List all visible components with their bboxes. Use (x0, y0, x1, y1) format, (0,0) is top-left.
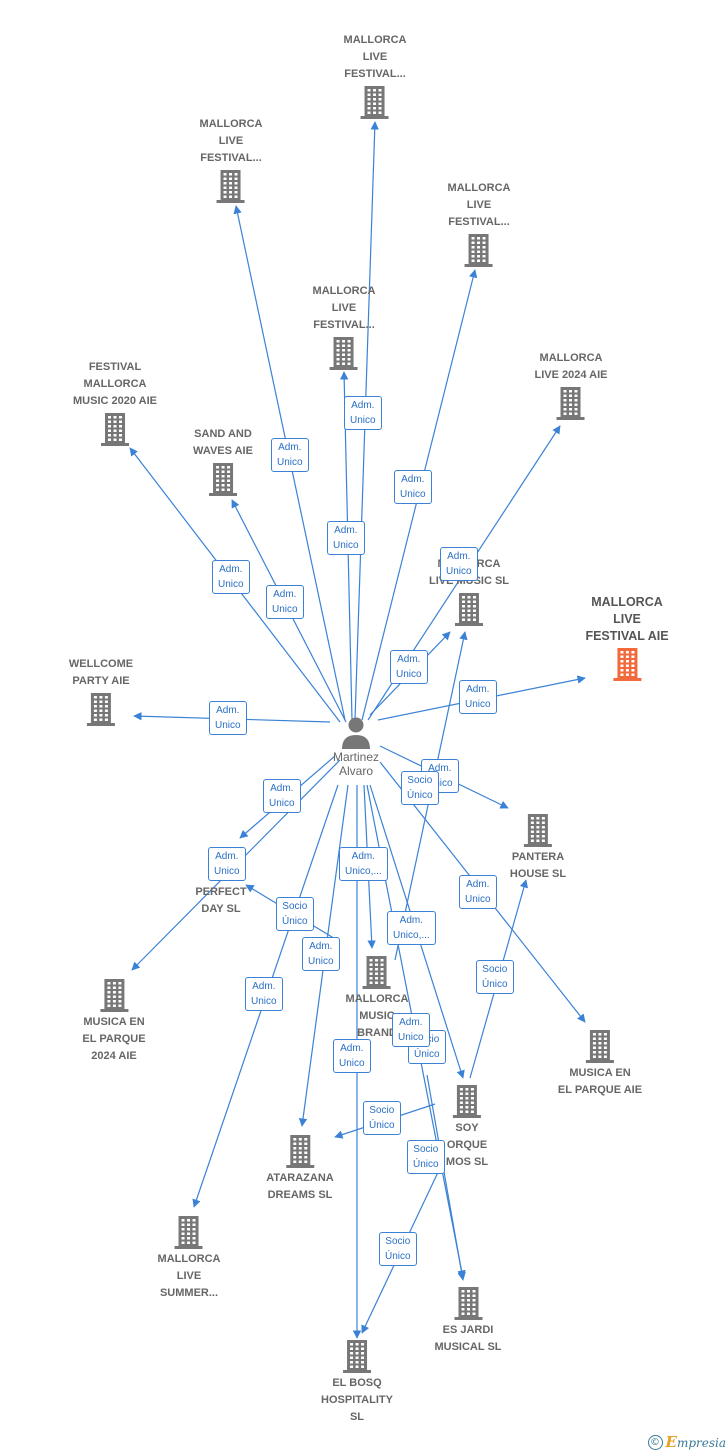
company-soy-orque-mos[interactable]: SOY ORQUE MOS SL (446, 1083, 488, 1170)
building-icon (613, 648, 641, 681)
building-icon (101, 413, 129, 446)
building-icon (454, 1287, 482, 1320)
company-mallorca-live-festival-aie[interactable]: MALLORCA LIVE FESTIVAL AIE (585, 595, 669, 682)
building-icon (99, 979, 128, 1012)
brand-logo: Empresia (665, 1433, 727, 1451)
building-icon (342, 1340, 371, 1373)
footer-brand[interactable]: © Empresia (647, 1433, 727, 1451)
company-mallorca-live-summer[interactable]: MALLORCA LIVE SUMMER... (158, 1214, 220, 1301)
company-mallorca-live-festival-top[interactable]: MALLORCA LIVE FESTIVAL... (344, 33, 406, 120)
company-mallorca-live-festival-mid[interactable]: MALLORCA LIVE FESTIVAL... (313, 284, 375, 371)
company-perfect-day[interactable]: PERFECT DAY SL (195, 886, 247, 915)
person-name-line1: Martinez (332, 750, 380, 764)
company-pantera-house[interactable]: PANTERA HOUSE SL (510, 812, 566, 882)
building-icon (465, 234, 493, 267)
building-icon (361, 86, 389, 119)
role-badge[interactable]: Adm.Unico (302, 937, 340, 971)
role-badge[interactable]: Adm.Unico (245, 977, 283, 1011)
role-badge[interactable]: Adm.Unico (208, 847, 246, 881)
building-icon (455, 593, 483, 626)
building-icon (523, 814, 552, 847)
company-festival-mallorca-music-2020[interactable]: FESTIVAL MALLORCA MUSIC 2020 AIE (73, 360, 157, 447)
role-badge[interactable]: Adm.Unico (459, 680, 497, 714)
building-icon (285, 1135, 314, 1168)
company-musica-en-el-parque[interactable]: MUSICA EN EL PARQUE AIE (558, 1028, 642, 1098)
building-icon (217, 170, 245, 203)
company-mallorca-live-festival-left[interactable]: MALLORCA LIVE FESTIVAL... (200, 117, 262, 204)
company-atarazana-dreams[interactable]: ATARAZANA DREAMS SL (266, 1133, 334, 1203)
company-el-bosq-hospitality[interactable]: EL BOSQ HOSPITALITY SL (321, 1338, 393, 1425)
role-badge[interactable]: Adm.Unico (344, 396, 382, 430)
role-badge[interactable]: Adm.Unico (209, 701, 247, 735)
building-icon (86, 693, 115, 726)
company-mallorca-live-2024[interactable]: MALLORCA LIVE 2024 AIE (535, 351, 607, 421)
building-icon (452, 1085, 481, 1118)
company-musica-en-el-parque-2024[interactable]: MUSICA EN EL PARQUE 2024 AIE (82, 977, 146, 1064)
building-icon (209, 463, 237, 496)
building-icon (330, 337, 358, 370)
role-badge[interactable]: Adm.Unico (271, 438, 309, 472)
role-badge[interactable]: Adm.Unico (327, 521, 365, 555)
role-badge[interactable]: Adm.Unico,... (387, 911, 436, 945)
building-icon (586, 1030, 614, 1063)
role-badge[interactable]: Adm.Unico (392, 1013, 430, 1047)
edge-arrow (426, 1074, 466, 1281)
role-badge[interactable]: Adm.Unico (390, 650, 428, 684)
role-badge[interactable]: Adm.Unico (440, 547, 478, 581)
person-icon (341, 717, 370, 749)
company-es-jardi-musical[interactable]: ES JARDI MUSICAL SL (434, 1285, 502, 1355)
company-wellcome-party[interactable]: WELLCOME PARTY AIE (69, 657, 133, 727)
company-sand-and-waves[interactable]: SAND AND WAVES AIE (193, 427, 253, 497)
role-badge[interactable]: Adm.Unico (212, 560, 250, 594)
building-icon (175, 1216, 203, 1249)
role-badge[interactable]: Adm.Unico (459, 875, 497, 909)
company-mallorca-music-brand[interactable]: MALLORCA MUSIC BRAND (346, 954, 408, 1041)
person-martinez-alvaro[interactable]: Martinez Alvaro (333, 716, 379, 778)
role-badge[interactable]: Adm.Unico (263, 779, 301, 813)
role-badge[interactable]: Adm.Unico,... (339, 847, 388, 881)
building-icon (363, 956, 391, 989)
role-badge[interactable]: Adm.Unico (266, 585, 304, 619)
company-mallorca-live-festival-right[interactable]: MALLORCA LIVE FESTIVAL... (448, 181, 510, 268)
person-name-line2: Alvaro (338, 764, 374, 778)
copyright-icon: © (647, 1434, 663, 1450)
role-badge[interactable]: Adm.Unico (394, 470, 432, 504)
building-icon (557, 387, 585, 420)
role-badge[interactable]: Adm.Unico (333, 1039, 371, 1073)
